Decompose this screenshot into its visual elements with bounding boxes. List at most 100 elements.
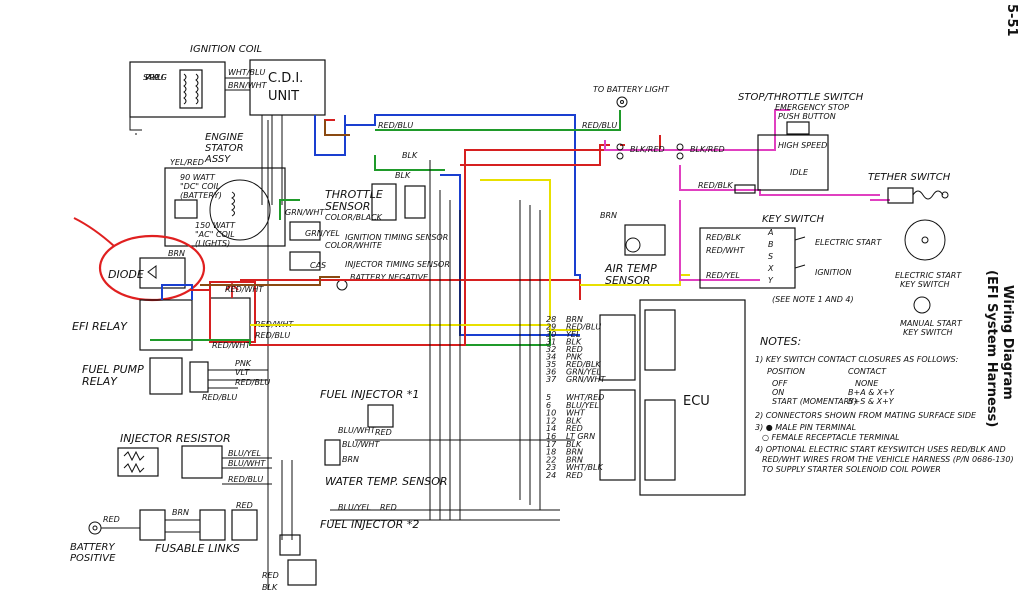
ecu-pin-wire-color: RED bbox=[566, 345, 583, 354]
ecu-pin-wire-color: BRN bbox=[566, 455, 583, 464]
throttle-sensor-line2: SENSOR bbox=[325, 200, 370, 213]
note-start-pos: START (MOMENTARY) bbox=[772, 397, 857, 406]
ecu-pin-number: 35 bbox=[546, 360, 556, 369]
ecu-pin-number: 30 bbox=[546, 330, 556, 339]
wire-brn-3: BRN bbox=[600, 211, 617, 220]
ecu-pin-number: 22 bbox=[546, 455, 556, 464]
stop-throttle-switch-section: STOP/THROTTLE SWITCH EMERGENCY STOP PUSH… bbox=[616, 92, 864, 194]
stop-throttle-label: STOP/THROTTLE SWITCH bbox=[738, 92, 864, 103]
air-temp-line2: SENSOR bbox=[605, 274, 650, 287]
spark-plug-label-1: SPARK PLUG bbox=[143, 73, 167, 82]
wire-blk-1: BLK bbox=[262, 583, 278, 592]
wire-red-blu-6: RED/BLU bbox=[378, 121, 413, 130]
wire-blu-yel-2: BLU/YEL bbox=[338, 503, 371, 512]
ecu-pin-wire-color: YEL bbox=[566, 330, 580, 339]
wire-red-wht-4: RED/WHT bbox=[706, 246, 745, 255]
key-terminal-a: A bbox=[767, 228, 773, 237]
ecu-pin-wire-color: GRN/YEL bbox=[566, 368, 601, 377]
ecu-pin-number: 37 bbox=[546, 375, 557, 384]
wire-red-blu-5: RED/BLU bbox=[582, 121, 617, 130]
note-4c: TO SUPPLY STARTER SOLENOID COIL POWER bbox=[762, 465, 941, 474]
ecu-pin-wire-color: WHT/RED bbox=[566, 393, 604, 402]
key-switch-section: KEY SWITCH A B S X Y RED/BLK RED/WHT RED… bbox=[699, 214, 963, 337]
ecu-label: ECU bbox=[683, 394, 710, 409]
note-4a: 4) OPTIONAL ELECTRIC START KEYSWITCH USE… bbox=[755, 445, 1006, 454]
note-col-position: POSITION bbox=[767, 367, 805, 376]
ecu-pin-number: 34 bbox=[546, 353, 556, 362]
diode-label: DIODE bbox=[108, 268, 144, 281]
fusable-links-label: FUSABLE LINKS bbox=[155, 542, 240, 555]
wire-red-blu-2: RED/BLU bbox=[235, 378, 270, 387]
ecu-pin-wire-color: GRN/WHT bbox=[566, 375, 606, 384]
wire-yel-red: YEL/RED bbox=[170, 158, 204, 167]
battery-fuse-section: BATTERY POSITIVE FUSABLE LINKS RED BRN R… bbox=[70, 120, 317, 592]
wire-red-wht-1: RED/WHT bbox=[225, 285, 264, 294]
wire-red-blu-1: RED/BLU bbox=[255, 331, 290, 340]
wire-red-5: RED bbox=[380, 503, 397, 512]
tether-switch-label: TETHER SWITCH bbox=[868, 172, 951, 183]
engine-stator-line2: STATOR bbox=[205, 143, 244, 154]
water-temp-label: WATER TEMP. SENSOR bbox=[325, 475, 448, 488]
ecu-pin-number: 24 bbox=[546, 471, 556, 480]
ecu-pin-number: 31 bbox=[546, 338, 556, 347]
ecu-pin-wire-color: WHT bbox=[566, 409, 586, 418]
engine-stator-line3: ASSY bbox=[204, 154, 231, 165]
wire-brn-2: BRN bbox=[172, 508, 189, 517]
coil90-line3: (BATTERY) bbox=[180, 191, 222, 200]
ecu-pin-number: 36 bbox=[546, 368, 556, 377]
fuel-pump-line2: RELAY bbox=[82, 375, 118, 388]
wire-blk-3: BLK bbox=[402, 151, 418, 160]
see-note-label: (SEE NOTE 1 AND 4) bbox=[772, 295, 854, 304]
battery-positive-line2: POSITIVE bbox=[70, 553, 116, 564]
ecu-pin-number: 10 bbox=[546, 409, 556, 418]
ecu-pin-number: 17 bbox=[546, 440, 557, 449]
ignition-coil-label: IGNITION COIL bbox=[190, 44, 262, 55]
coil150-line1: 150 WATT bbox=[195, 221, 236, 230]
wire-red-blu-3: RED/BLU bbox=[202, 393, 237, 402]
ecu-pin-number: 18 bbox=[546, 448, 556, 457]
efi-relay-label: EFI RELAY bbox=[72, 320, 128, 333]
note-2: 2) CONNECTORS SHOWN FROM MATING SURFACE … bbox=[755, 411, 977, 420]
wire-red-blk-1: RED/BLK bbox=[698, 181, 733, 190]
wire-blk-red-2: BLK/RED bbox=[690, 145, 725, 154]
engine-stator-section: ENGINE STATOR ASSY YEL/RED 90 WATT "DC" … bbox=[164, 132, 286, 248]
injector-resistor-label: INJECTOR RESISTOR bbox=[120, 432, 231, 445]
fuel-injector-2-label: FUEL INJECTOR *2 bbox=[320, 518, 419, 531]
wire-brn-wht: BRN/WHT bbox=[228, 81, 268, 90]
ecu-pin-wire-color: BRN bbox=[566, 448, 583, 457]
note-4b: RED/WHT WIRES FROM THE VEHICLE HARNESS (… bbox=[762, 455, 1014, 464]
cdi-unit-line2: UNIT bbox=[268, 89, 299, 104]
coil90-line2: "DC" COIL bbox=[180, 182, 220, 191]
battery-light-section: TO BATTERY LIGHT RED/BLU RED/BLU BLK bbox=[378, 85, 670, 160]
throttle-sensor-section: THROTTLE SENSOR BLK GRN/WHT GRN/YEL COLO… bbox=[285, 171, 450, 291]
ecu-pin-wire-color: BRN bbox=[566, 315, 583, 324]
ecu-pin-wire-color: RED bbox=[566, 471, 583, 480]
emergency-stop-line2: PUSH BUTTON bbox=[778, 112, 836, 121]
fuel-pump-relay-section: FUEL PUMP RELAY PNK VLT RED/BLU RED/BLU bbox=[82, 357, 270, 402]
ecu-pin-wire-color: WHT/BLK bbox=[566, 463, 603, 472]
electric-start-label: ELECTRIC START bbox=[815, 238, 882, 247]
note-on-con: B+A & X+Y bbox=[848, 388, 895, 397]
to-battery-light-label: TO BATTERY LIGHT bbox=[593, 85, 670, 94]
ecu-pin-number: 12 bbox=[546, 416, 556, 425]
ecu-pin-wire-color: LT GRN bbox=[566, 432, 595, 441]
emergency-stop-line1: EMERGENCY STOP bbox=[775, 103, 849, 112]
wire-red-3: RED bbox=[262, 571, 279, 580]
note-1: 1) KEY SWITCH CONTACT CLOSURES AS FOLLOW… bbox=[755, 355, 959, 364]
note-start-con: B+S & X+Y bbox=[848, 397, 895, 406]
ecu-pin-wire-color: BLK bbox=[566, 338, 582, 347]
notes-heading: NOTES: bbox=[760, 335, 801, 348]
engine-stator-line1: ENGINE bbox=[205, 132, 244, 143]
annotation-arrow bbox=[73, 217, 115, 247]
cas-label: CAS bbox=[310, 261, 326, 270]
wire-red-blu-4: RED/BLU bbox=[228, 475, 263, 484]
wire-blu-wht-3: BLU/WHT bbox=[342, 440, 380, 449]
wire-red-1: RED bbox=[103, 515, 120, 524]
key-terminal-s: S bbox=[768, 252, 773, 261]
ecu-pin-wire-color: PNK bbox=[566, 353, 583, 362]
wire-red-blk-2: RED/BLK bbox=[706, 233, 741, 242]
battery-negative-label: BATTERY NEGATIVE bbox=[350, 273, 429, 282]
wire-grn-yel: GRN/YEL bbox=[305, 229, 340, 238]
wire-grn-wht: GRN/WHT bbox=[285, 208, 325, 217]
